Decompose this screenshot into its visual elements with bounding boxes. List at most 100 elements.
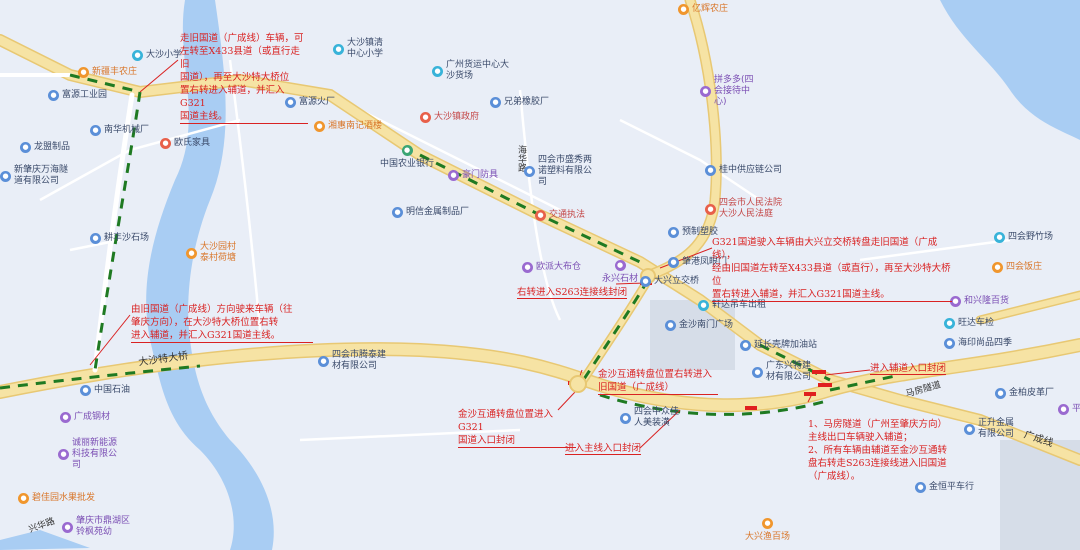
poi[interactable]: ●四会野竹场 (994, 232, 1053, 243)
annotation-service-road-entry-closed: 进入辅道入口封闭 (870, 360, 947, 375)
factory-icon: ● (392, 207, 403, 218)
poi[interactable]: ●南华机械厂 (90, 125, 149, 136)
poi[interactable]: ●碧佳园水果批发 (18, 493, 95, 504)
market-icon: ● (18, 493, 29, 504)
poi[interactable]: ●海印尚品四季 (944, 338, 1012, 349)
poi[interactable]: ●永兴石材 (602, 260, 639, 284)
poi[interactable]: ●和兴隆百货 (950, 296, 1009, 307)
shop-icon: ● (700, 86, 711, 97)
poi[interactable]: ●四会饭庄 (992, 262, 1042, 273)
poi[interactable]: ●湘惠南记酒楼 (314, 121, 382, 132)
shop-icon: ● (448, 170, 459, 181)
shop-icon: ● (620, 412, 631, 424)
annotation-jinsha-right-turn: 金沙互通转盘位置右转进入 旧国道（广成线） (598, 368, 718, 395)
factory-icon: ● (752, 366, 763, 378)
poi[interactable]: ●平化 (1058, 404, 1080, 415)
poi[interactable]: ●大沙镇清中心小学 (333, 38, 388, 60)
poi[interactable]: ●交通执法 (535, 210, 585, 221)
annotation-s263-right-turn-closed: 右转进入S263连接线封闭 (517, 284, 628, 299)
company-icon: ● (58, 449, 69, 460)
company-icon: ● (964, 423, 975, 435)
poi[interactable]: ●大沙镇政府 (420, 112, 479, 123)
car-dealer-icon: ● (915, 482, 926, 493)
poi[interactable]: ●豪门防具 (448, 170, 498, 181)
poi[interactable]: ●大兴渔百场 (745, 518, 791, 542)
annotation-zhaoqing-bound-detour: 由旧国道（广成线）方向驶来车辆（往 肇庆方向），在大沙特大桥位置右转 进入辅道，… (131, 303, 313, 343)
detour-route (0, 73, 901, 416)
poi[interactable]: ●富源工业园 (48, 90, 107, 101)
poi[interactable]: ●明信金属制品厂 (392, 207, 469, 218)
factory-icon: ● (524, 166, 535, 177)
building-icon: ● (705, 165, 716, 176)
poi[interactable]: ●耕丰沙石场 (90, 233, 149, 244)
factory-icon: ● (90, 125, 101, 136)
plaza-icon: ● (665, 320, 676, 331)
poi[interactable]: ●四会市人民法院大沙人民法庭 (705, 198, 783, 220)
poi[interactable]: ●富源火厂 (285, 97, 335, 108)
school-icon: ● (132, 50, 143, 61)
poi[interactable]: ●金柏皮革厂 (995, 388, 1054, 399)
poi[interactable]: ●金恒平车行 (915, 482, 974, 493)
jinsha-roundabout (569, 375, 587, 393)
fish-farm-icon: ● (762, 518, 773, 529)
police-icon: ● (535, 210, 546, 221)
poi[interactable]: ●四会市盛秀两诺塑料有限公司 (524, 155, 594, 188)
court-icon: ● (705, 203, 716, 215)
poi[interactable]: ●预制塑胶 (668, 227, 718, 238)
poi[interactable]: ●欧氏家具 (160, 138, 210, 149)
poi[interactable]: ●广成钢材 (60, 412, 110, 423)
poi[interactable]: ●新肇庆万海隧道有限公司 (0, 165, 75, 187)
poi[interactable]: ●亿辉农庄 (678, 4, 728, 15)
factory-icon: ● (318, 355, 329, 367)
poi[interactable]: ●旺达车检 (944, 318, 994, 329)
poi[interactable]: ●肇港凤眼门 (668, 257, 727, 268)
factory-icon: ● (90, 233, 101, 244)
building-icon: ● (48, 90, 59, 101)
poi[interactable]: ●广东兴特建材有限公司 (752, 361, 814, 383)
poi[interactable]: ●正升金属有限公司 (964, 418, 1022, 440)
gas-station-icon: ● (80, 385, 91, 396)
poi[interactable]: ●新疆丰农庄 (78, 67, 137, 78)
annotation-old-road-detour: 走旧国道（广成线）车辆，可 左转至X433县道（或直行走旧 国道），再至大沙特大… (180, 32, 308, 124)
poi[interactable]: ●大沙小学 (132, 50, 182, 61)
poi[interactable]: ●金沙南门广场 (665, 320, 733, 331)
poi[interactable]: ●轩达吊车出租 (698, 300, 766, 311)
factory-icon: ● (20, 142, 31, 153)
restaurant-icon: ● (314, 121, 325, 132)
interchange-icon: ● (640, 276, 651, 287)
school-icon: ● (333, 43, 344, 55)
gas-station-icon: ● (740, 340, 751, 351)
poi[interactable]: ●兄弟橡胶厂 (490, 97, 549, 108)
poi[interactable]: ●广州货运中心大沙货场 (432, 60, 512, 82)
poi[interactable]: ●四会市腾泰建材有限公司 (318, 350, 390, 372)
poi[interactable]: ●诚丽新能源科技有限公司 (58, 438, 123, 471)
government-icon: ● (420, 112, 431, 123)
crane-icon: ● (698, 300, 709, 311)
poi[interactable]: ●桂中供应链公司 (705, 165, 782, 176)
station-icon: ● (432, 65, 443, 77)
poi[interactable]: ●龙盟制品 (20, 142, 70, 153)
shop-icon: ● (614, 260, 626, 271)
factory-icon: ● (490, 97, 501, 108)
factory-icon: ● (0, 170, 11, 182)
poi[interactable]: ●大沙园村泰村荷塘 (186, 242, 236, 264)
building-icon: ● (668, 257, 679, 268)
poi[interactable]: ●大兴立交桥 (640, 276, 699, 287)
shop-icon: ● (60, 412, 71, 423)
car-inspection-icon: ● (944, 318, 955, 329)
residence-icon: ● (944, 338, 955, 349)
river (0, 530, 90, 550)
poi[interactable]: ●四会中众佳人美装潢 (620, 407, 682, 429)
poi[interactable]: ●欧派大布仓 (522, 262, 581, 273)
poi[interactable]: ●延长壳牌加油站 (740, 340, 817, 351)
kindergarten-icon: ● (62, 521, 73, 533)
poi[interactable]: ●中国农业银行 (380, 145, 435, 169)
poi[interactable]: ●拼多多(四会接待中心) (700, 75, 760, 108)
poi[interactable]: ●肇庆市鼎湖区铃枫苑幼 (62, 516, 132, 538)
poi[interactable]: ●中国石油 (80, 385, 130, 396)
scenic-icon: ● (186, 247, 197, 259)
restaurant-icon: ● (992, 262, 1003, 273)
restaurant-icon: ● (678, 4, 689, 15)
